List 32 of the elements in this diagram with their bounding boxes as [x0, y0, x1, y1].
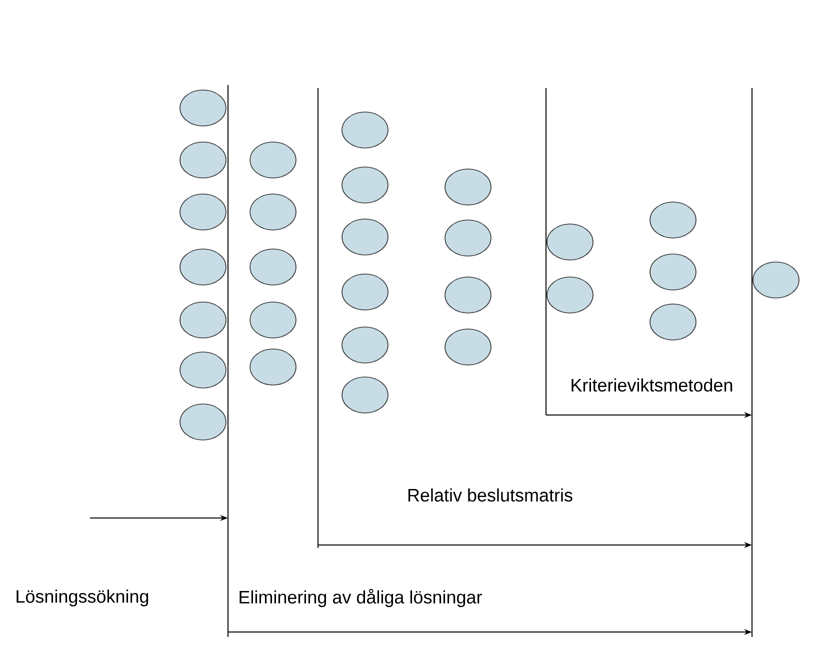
option-circle: [342, 112, 388, 148]
option-circle: [444, 328, 492, 366]
range-label: Lösningssökning: [16, 590, 148, 606]
option-circle: [342, 326, 388, 364]
option-circle: [752, 262, 800, 298]
option-circle: [250, 348, 296, 386]
option-circle: [180, 404, 226, 440]
option-circle: [342, 274, 388, 310]
option-circle: [180, 352, 226, 388]
option-circle: [250, 248, 296, 286]
option-circle: [444, 276, 492, 314]
option-circle: [546, 224, 594, 260]
option-circle: [444, 220, 492, 256]
option-circle: [650, 304, 696, 340]
option-circle: [250, 194, 296, 230]
range-label: Relativ beslutsmatris: [408, 488, 572, 502]
option-circle: [650, 254, 696, 290]
option-circle: [342, 218, 388, 256]
range-label: Eliminering av dåliga lösningar: [240, 588, 482, 608]
option-circle: [650, 202, 696, 238]
option-circle: [342, 166, 388, 204]
option-circle: [180, 194, 226, 230]
option-circle: [180, 90, 226, 126]
option-circle: [180, 142, 226, 178]
option-circle: [342, 376, 388, 414]
option-circle: [250, 142, 296, 178]
option-circle: [180, 302, 226, 338]
option-circle: [444, 168, 492, 206]
option-circle: [546, 276, 594, 314]
range-label: Kriterieviktsmetoden: [572, 378, 732, 392]
option-circle: [180, 248, 226, 286]
option-circle: [250, 302, 296, 338]
